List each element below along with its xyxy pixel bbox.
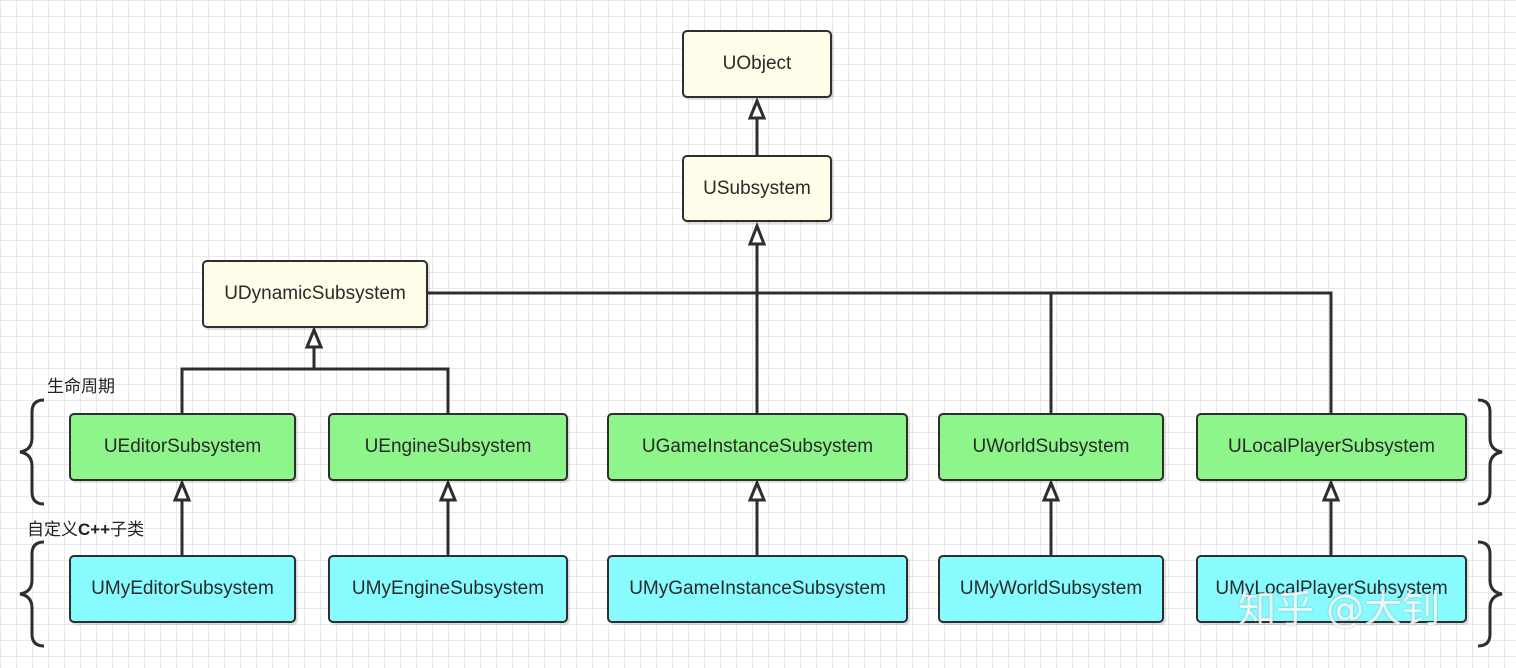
ugameinstancesubsystem-node: UGameInstanceSubsystem <box>607 413 908 481</box>
arrowhead-uengine <box>438 479 458 502</box>
edge-dynamic-local-bus <box>428 291 1333 413</box>
arrowhead-udynamic <box>304 326 324 349</box>
left-brace-custom <box>19 540 45 648</box>
custom-label-suffix: 子类 <box>110 520 145 540</box>
uobject-node: UObject <box>682 30 832 98</box>
uworldsubsystem-node: UWorldSubsystem <box>938 413 1164 481</box>
left-brace-lifecycle <box>19 398 45 506</box>
arrowhead-ugameinstance <box>747 479 767 502</box>
arrowhead-usubsystem <box>747 221 767 246</box>
right-brace-lifecycle <box>1477 398 1503 506</box>
arrowhead-ulocalplayer <box>1321 479 1341 502</box>
arrowhead-ueditor <box>172 479 192 502</box>
umyworldsubsystem-node: UMyWorldSubsystem <box>938 555 1164 623</box>
custom-label-prefix: 自定义 <box>27 520 78 540</box>
umyenginesubsystem-node: UMyEngineSubsystem <box>328 555 568 623</box>
custom-subclass-label: 自定义C++子类 <box>27 515 144 540</box>
udynamicsubsystem-node: UDynamicSubsystem <box>202 260 428 328</box>
umylocalplayersubsystem-node: UMyLocalPlayerSubsystem <box>1196 555 1467 623</box>
umyeditorsubsystem-node: UMyEditorSubsystem <box>69 555 296 623</box>
lifecycle-label: 生命周期 <box>47 377 115 397</box>
arrowhead-uworld <box>1041 479 1061 502</box>
right-brace-custom <box>1477 540 1503 648</box>
custom-label-lang: C++ <box>78 520 111 539</box>
ueditorsubsystem-node: UEditorSubsystem <box>69 413 296 481</box>
uenginesubsystem-node: UEngineSubsystem <box>328 413 568 481</box>
zhihu-watermark: 知乎 @大钊 <box>1238 587 1441 631</box>
usubsystem-node: USubsystem <box>682 155 832 222</box>
ulocalplayersubsystem-node: ULocalPlayerSubsystem <box>1196 413 1467 481</box>
arrowhead-uobject <box>747 97 767 120</box>
umygameinstancesubsystem-node: UMyGameInstanceSubsystem <box>607 555 908 623</box>
edge-editor-engine-bus <box>180 367 450 413</box>
